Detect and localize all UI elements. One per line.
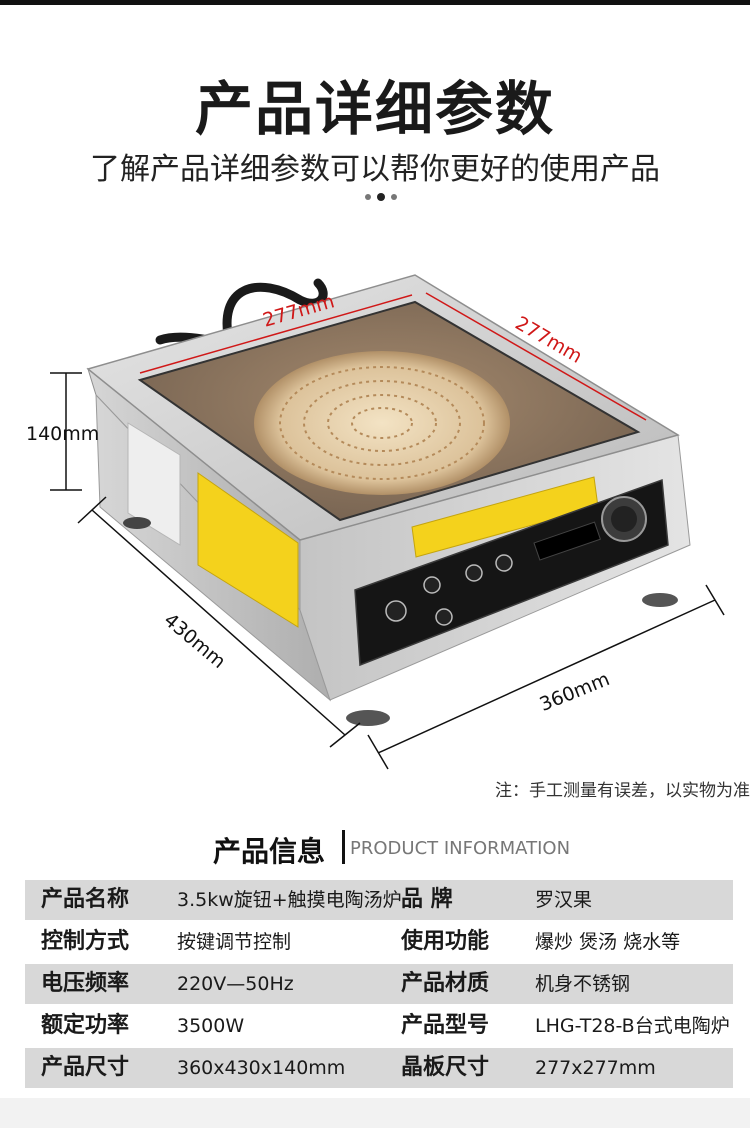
table-row: 产品名称 3.5kw旋钮+触摸电陶汤炉 品 牌 罗汉果 [25,880,733,920]
warning-label-side [197,472,299,628]
spec-label: 产品材质 [401,971,490,996]
table-row: 额定功率 3500W 产品型号 LHG-T28-B台式电陶炉 [25,1006,733,1046]
power-button-icon [385,600,407,622]
foot [346,710,390,726]
heating-coil [254,351,510,495]
width-dimension-line [377,599,716,754]
spec-table: 产品名称 3.5kw旋钮+触摸电陶汤炉 品 牌 罗汉果 控制方式 按键调节控制 … [25,880,733,1090]
spec-label: 产品尺寸 [41,1055,130,1080]
top-width-dimension-line [139,294,413,374]
table-row: 控制方式 按键调节控制 使用功能 爆炒 煲汤 烧水等 [25,922,733,962]
touch-button-icon [495,554,513,572]
foot [123,517,151,529]
top-rule [0,0,750,5]
product-figure: 277mm 277mm 140mm 430mm 360mm [0,245,750,790]
spec-value: 3500W [177,1015,245,1037]
spec-label: 额定功率 [41,1013,130,1038]
induction-cooker-illustration [50,274,725,770]
spec-value: 360x430x140mm [177,1057,346,1079]
touch-button-icon [423,576,441,594]
spec-value: 220V—50Hz [177,973,294,995]
spec-label: 控制方式 [41,929,130,954]
carousel-dot [391,194,397,200]
bottom-band [0,1098,750,1128]
spec-value: 3.5kw旋钮+触摸电陶汤炉 [177,889,402,911]
spec-value: 爆炒 煲汤 烧水等 [535,931,681,953]
digital-display [533,521,602,561]
touch-button-icon [435,608,453,626]
spec-label: 产品型号 [401,1013,490,1038]
top-depth-dimension-line [425,292,647,421]
spec-value: 按键调节控制 [177,931,292,953]
power-cable [222,278,328,350]
foot [642,593,678,607]
carousel-dot-active [377,193,385,201]
spec-value: 机身不锈钢 [535,973,631,995]
spec-label: 品 牌 [401,887,453,912]
carousel-dots [365,193,405,201]
page-subtitle: 了解产品详细参数可以帮你更好的使用产品 [90,152,660,187]
section-title: 产品信息 [213,835,326,868]
spec-sticker [127,422,181,546]
measurement-note: 注：手工测量有误差，以实物为准 [495,781,750,801]
table-row: 产品尺寸 360x430x140mm 晶板尺寸 277x277mm [25,1048,733,1088]
spec-value: LHG-T28-B台式电陶炉 [535,1015,730,1037]
touch-button-icon [465,564,483,582]
table-row: 电压频率 220V—50Hz 产品材质 机身不锈钢 [25,964,733,1004]
spec-label: 晶板尺寸 [401,1055,490,1080]
spec-value: 277x277mm [535,1057,656,1079]
height-label: 140mm [26,423,100,445]
section-subtitle: PRODUCT INFORMATION [350,838,571,859]
page-title: 产品详细参数 [194,75,555,143]
spec-value: 罗汉果 [535,889,593,911]
carousel-dot [365,194,371,200]
section-divider [342,830,345,864]
spec-label: 电压频率 [41,971,130,996]
spec-label: 使用功能 [401,929,490,954]
spec-label: 产品名称 [41,887,130,912]
depth-dimension-line [91,509,346,736]
